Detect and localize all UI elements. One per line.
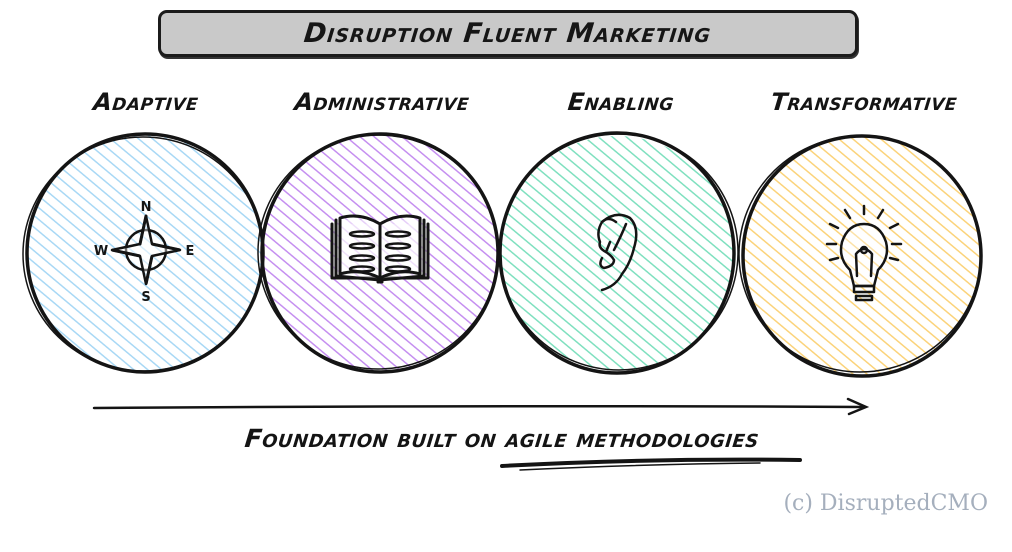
compass-west: W <box>94 244 108 259</box>
foundation-caption: Foundation built on agile methodologies <box>243 424 761 453</box>
caption-underline-sketch <box>519 462 761 471</box>
title-banner: Disruption Fluent Marketing <box>158 10 858 57</box>
progress-arrow <box>92 397 870 416</box>
circle-fills <box>27 135 981 375</box>
circle-outlines <box>22 131 983 378</box>
compass-south: S <box>141 290 150 305</box>
caption-underline <box>500 457 802 468</box>
copyright-watermark: (c) DisruptedCMO <box>783 491 988 516</box>
compass-east: E <box>186 244 195 259</box>
circle-transformative <box>743 137 981 375</box>
open-book-icon <box>330 214 430 284</box>
ear-icon <box>597 213 638 292</box>
circle-enabling <box>500 136 734 370</box>
compass-icon: N E S W <box>94 200 195 305</box>
compass-north: N <box>141 200 152 215</box>
circle-adaptive <box>27 135 263 371</box>
lightbulb-icon <box>825 204 903 302</box>
